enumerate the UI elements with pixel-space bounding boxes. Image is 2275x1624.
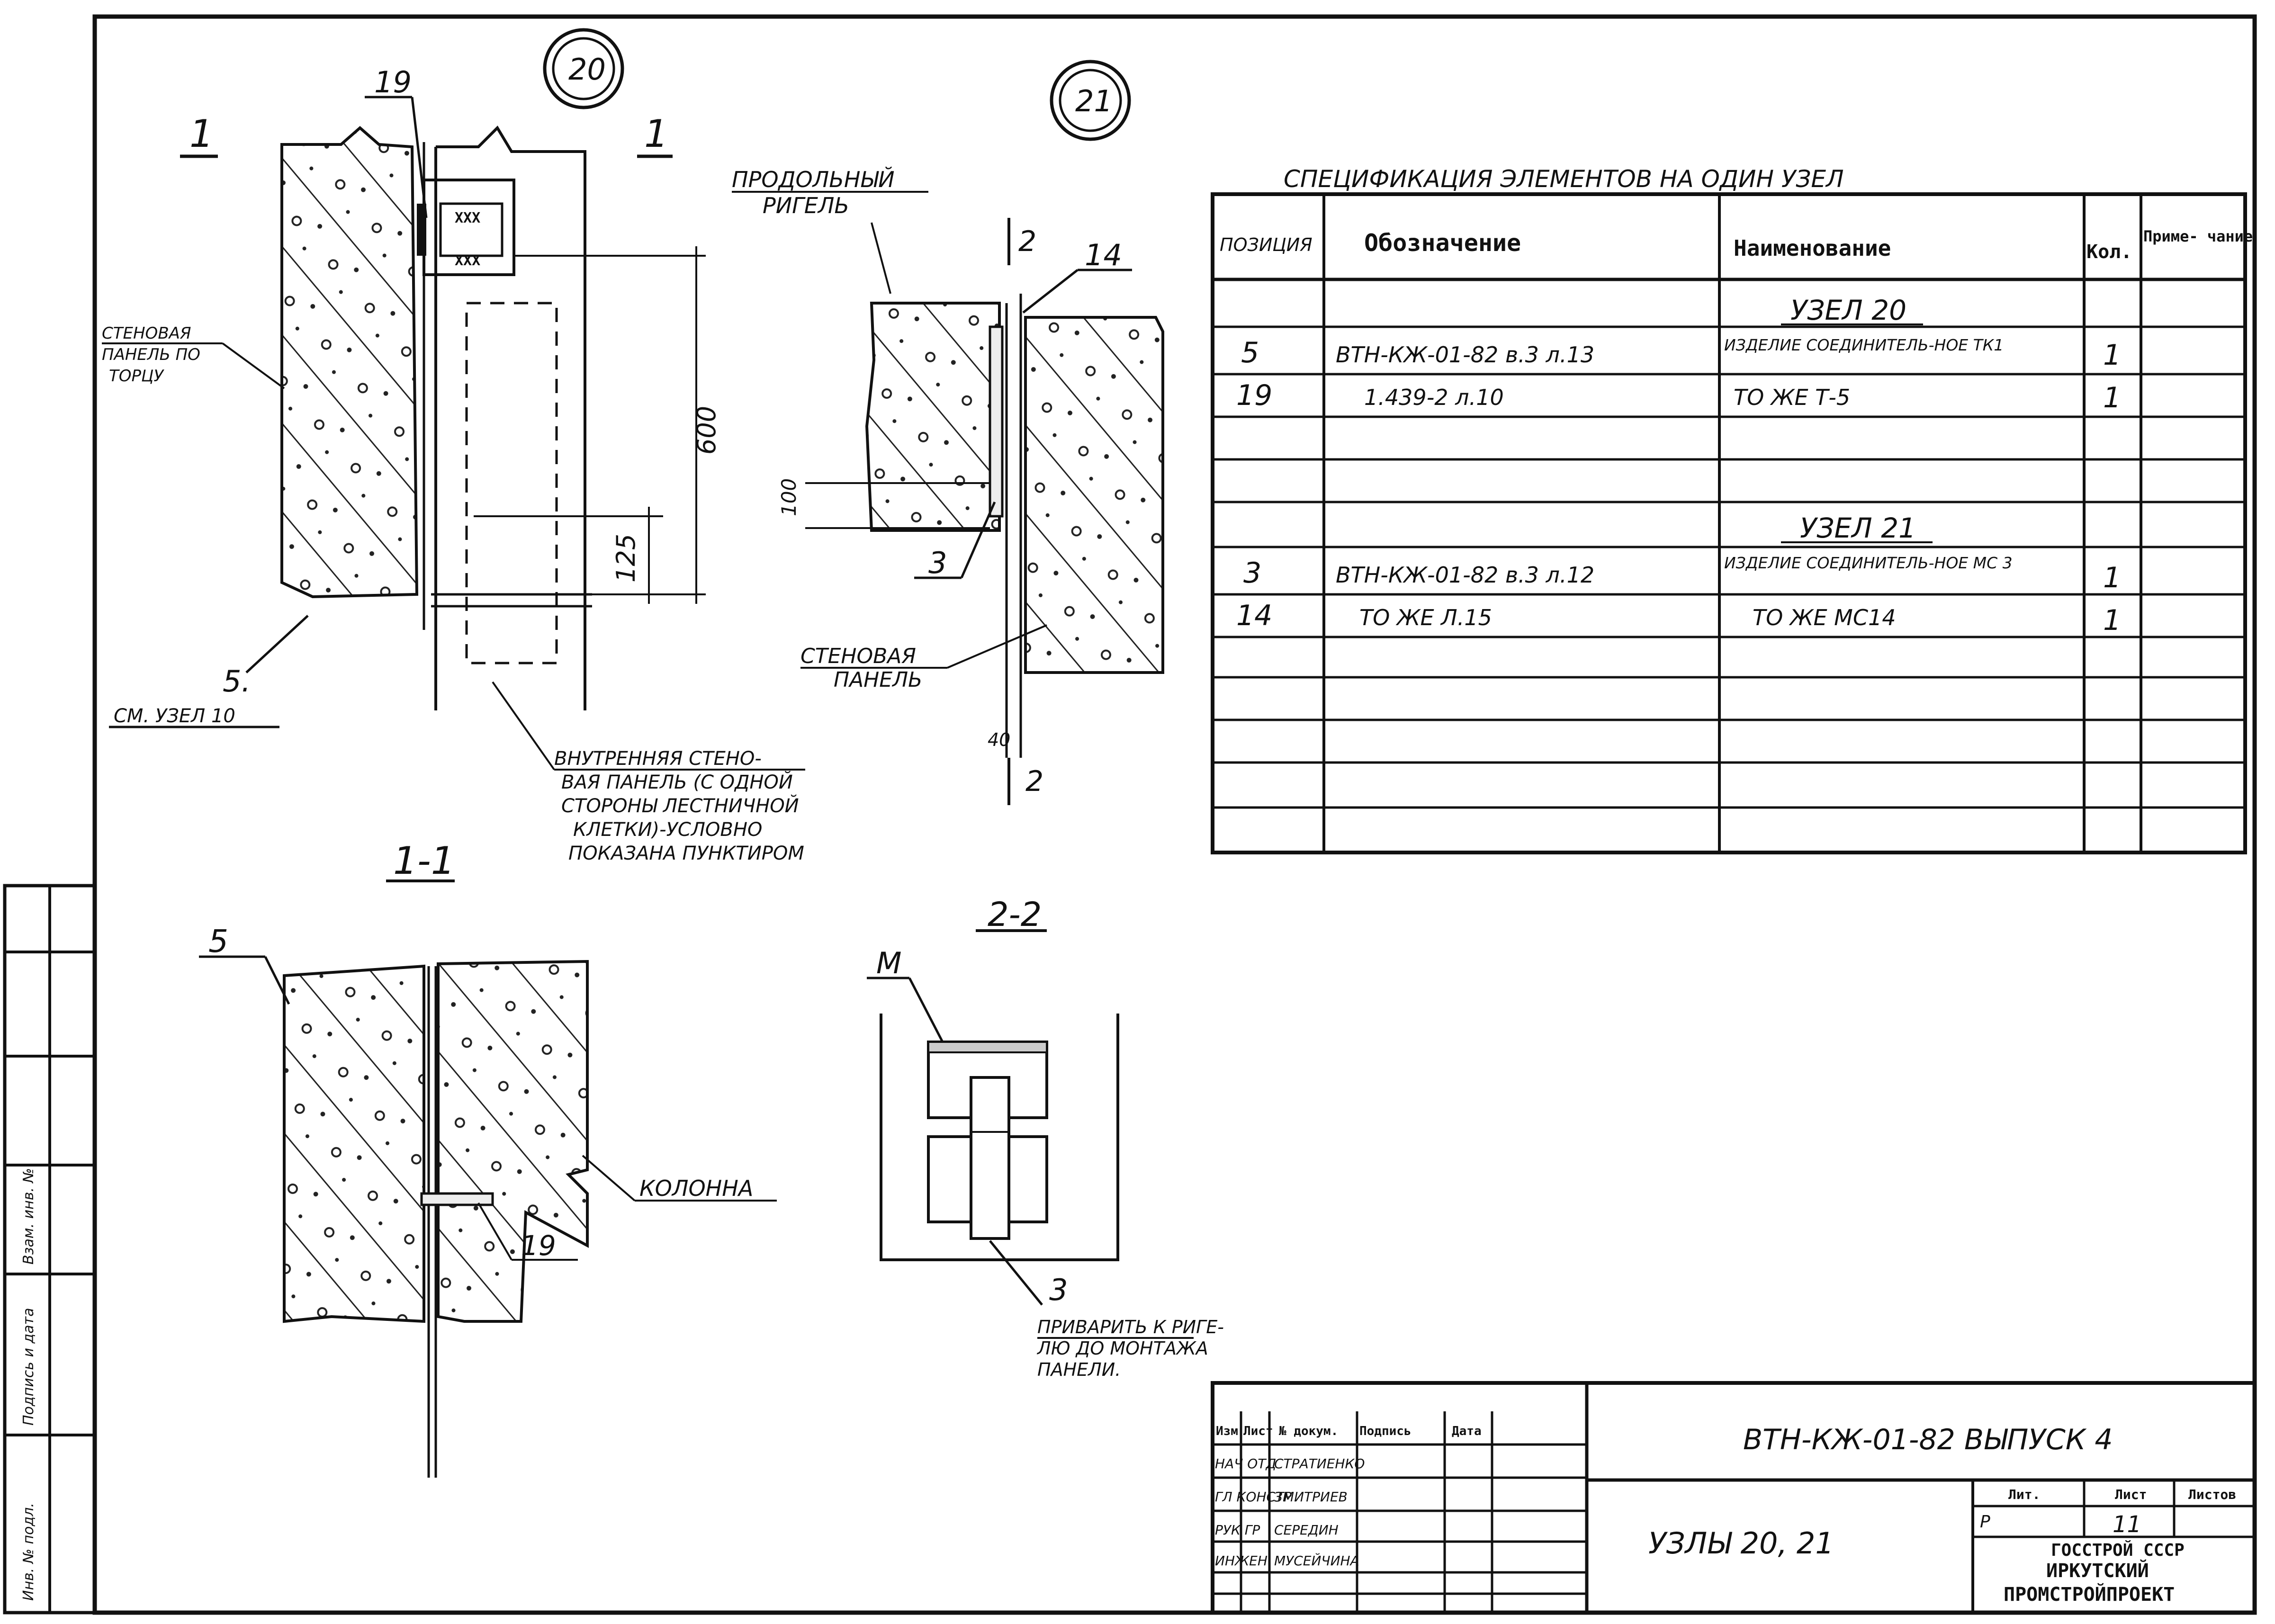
tb-stage-header: Лит. bbox=[2008, 1487, 2040, 1502]
spec-header-designation: Обозначение bbox=[1364, 229, 1521, 257]
tb-stage-value: Р bbox=[1980, 1512, 1990, 1532]
spec-row-3-qty: 1 bbox=[2103, 381, 2121, 414]
spec-header-position: ПОЗИЦИЯ bbox=[1220, 234, 1313, 255]
spec-header-name: Наименование bbox=[1734, 235, 1891, 261]
sheet-frame bbox=[92, 14, 2257, 1615]
side-stamp: Инв. № подл. Подпись и дата Взам. инв. № bbox=[3, 884, 97, 1615]
tb-signer-4-name: МУСЕЙЧИНА bbox=[1274, 1552, 1359, 1569]
tb-col-list: Лист bbox=[1243, 1424, 1273, 1438]
inner-wall-line4: КЛЕТКИ)-УСЛОВНО bbox=[573, 819, 762, 841]
spec-row-2-qty: 1 bbox=[2103, 339, 2121, 372]
spec-header-qty: Кол. bbox=[2086, 241, 2132, 263]
tb-col-date: Дата bbox=[1452, 1424, 1482, 1438]
spec-table: СПЕЦИФИКАЦИЯ ЭЛЕМЕНТОВ НА ОДИН УЗЕЛ ПОЗИ… bbox=[1211, 165, 2253, 854]
position-5-section-label: 5 bbox=[208, 923, 228, 960]
weld-note-line3: ПАНЕЛИ. bbox=[1037, 1359, 1121, 1380]
svg-text:XXX: XXX bbox=[455, 252, 480, 269]
tb-signer-3-role: РУК ГР bbox=[1215, 1522, 1260, 1538]
section-2-2: 2-2 М 3 ПРИВАРИТЬ К РИГЕ- ЛЮ ДО МОНТАЖА … bbox=[867, 895, 1224, 1380]
section-mark-2-bottom: 2 bbox=[1025, 765, 1043, 798]
wall-panel-end-line3: ТОРЦУ bbox=[109, 367, 164, 386]
tb-signer-1-role: НАЧ ОТД bbox=[1215, 1456, 1276, 1471]
spec-row-8-qty: 1 bbox=[2103, 604, 2121, 637]
tb-col-sign: Подпись bbox=[1359, 1424, 1412, 1438]
tb-org-line1: ГОССТРОЙ СССР bbox=[2051, 1540, 2185, 1560]
position-3-section-label: 3 bbox=[1049, 1273, 1068, 1307]
stamp-field-2: Подпись и дата bbox=[20, 1308, 37, 1426]
spec-title: СПЕЦИФИКАЦИЯ ЭЛЕМЕНТОВ НА ОДИН УЗЕЛ bbox=[1284, 165, 1844, 193]
dimension-40: 40 bbox=[988, 729, 1010, 750]
stamp-field-3: Взам. инв. № bbox=[20, 1168, 37, 1265]
tb-org-line3: ПРОМСТРОЙПРОЕКТ bbox=[2004, 1583, 2175, 1606]
weld-note-line2: ЛЮ ДО МОНТАЖА bbox=[1036, 1338, 1208, 1359]
beam-label-line1: ПРОДОЛЬНЫЙ bbox=[732, 167, 894, 192]
dimension-600: 600 bbox=[692, 406, 721, 455]
position-19-label: 19 bbox=[374, 65, 412, 99]
spec-row-2-name: ИЗДЕЛИЕ СОЕДИНИТЕЛЬ-НОЕ ТК1 bbox=[1724, 336, 2004, 354]
spec-row-7-pos: 3 bbox=[1243, 556, 1261, 590]
spec-row-3-name: ТО ЖЕ Т-5 bbox=[1734, 385, 1850, 410]
spec-row-8-pos: 14 bbox=[1236, 599, 1272, 632]
spec-row-7-qty: 1 bbox=[2103, 561, 2121, 594]
tb-signer-4-role: ИНЖЕН bbox=[1215, 1553, 1268, 1569]
position-5-label: 5. bbox=[223, 664, 251, 699]
spec-row-7-designation: ВТН-КЖ-01-82 в.3 л.12 bbox=[1336, 562, 1594, 588]
section-1-1: 1-1 5 КОЛОННА 19 bbox=[199, 839, 777, 1478]
see-node-10: СМ. УЗЕЛ 10 bbox=[114, 705, 235, 727]
node-21-label: 21 bbox=[1075, 84, 1113, 118]
inner-wall-line2: ВАЯ ПАНЕЛЬ (С ОДНОЙ bbox=[561, 771, 793, 793]
node-20-label: 20 bbox=[568, 52, 606, 87]
node-21-detail: 21 ПРОДОЛЬНЫЙ РИГЕЛЬ 2 2 14 100 3 СТЕНОВ… bbox=[732, 60, 1164, 805]
tb-sheet-value: 11 bbox=[2113, 1511, 2141, 1538]
inner-wall-line1: ВНУТРЕННЯЯ СТЕНО- bbox=[554, 748, 762, 770]
beam-label-line2: РИГЕЛЬ bbox=[763, 193, 849, 218]
stamp-field-1: Инв. № подл. bbox=[20, 1503, 37, 1601]
wall-panel-end-line1: СТЕНОВАЯ bbox=[102, 324, 191, 343]
wall-panel-line1: СТЕНОВАЯ bbox=[800, 644, 916, 668]
tb-signer-2-name: ЗМИТРИЕВ bbox=[1274, 1489, 1348, 1505]
tb-signer-3-name: СЕРЕДИН bbox=[1274, 1522, 1339, 1538]
position-19-section-label: 19 bbox=[521, 1229, 556, 1262]
spec-row-3-designation: 1.439-2 л.10 bbox=[1364, 385, 1504, 410]
weld-note-line1: ПРИВАРИТЬ К РИГЕ- bbox=[1037, 1317, 1224, 1337]
spec-row-2-designation: ВТН-КЖ-01-82 в.3 л.13 bbox=[1336, 342, 1594, 368]
spec-row-8-designation: ТО ЖЕ Л.15 bbox=[1359, 605, 1492, 630]
tb-signer-1-name: СТРАТИЕНКО bbox=[1274, 1456, 1365, 1471]
tb-signer-2-role: ГЛ КОНСТР bbox=[1215, 1489, 1292, 1505]
tb-col-doc: № докум. bbox=[1279, 1424, 1338, 1438]
tb-col-izm: Изм bbox=[1216, 1424, 1238, 1438]
tb-org-line2: ИРКУТСКИЙ bbox=[2046, 1559, 2149, 1582]
tb-drawing-title: УЗЛЫ 20, 21 bbox=[1648, 1526, 1834, 1561]
inner-wall-line3: СТОРОНЫ ЛЕСТНИЧНОЙ bbox=[561, 794, 799, 817]
spec-row-3-pos: 19 bbox=[1236, 379, 1272, 412]
dimension-125: 125 bbox=[611, 534, 641, 583]
spec-header-note: Приме- чание bbox=[2143, 227, 2253, 245]
tb-sheets-header: Листов bbox=[2188, 1487, 2236, 1502]
spec-row-6-name: УЗЕЛ 21 bbox=[1800, 512, 1916, 544]
tb-sheet-header: Лист bbox=[2115, 1487, 2147, 1502]
dimension-100: 100 bbox=[777, 478, 800, 516]
section-mark-1-right: 1 bbox=[644, 112, 668, 156]
section-1-1-title: 1-1 bbox=[393, 839, 455, 883]
svg-text:XXX: XXX bbox=[455, 210, 480, 226]
spec-row-7-name: ИЗДЕЛИЕ СОЕДИНИТЕЛЬ-НОЕ МС 3 bbox=[1724, 554, 2013, 572]
section-mark-2-top: 2 bbox=[1018, 225, 1036, 258]
spec-row-2-pos: 5 bbox=[1241, 336, 1259, 369]
section-mark-1-left: 1 bbox=[189, 112, 214, 156]
wall-panel-line2: ПАНЕЛЬ bbox=[834, 668, 922, 692]
node-20-elevation: 20 1 1 19 XXX XXX 600 125 СТЕНОВАЯ bbox=[102, 28, 805, 864]
label-m: М bbox=[876, 946, 902, 980]
column-label: КОЛОННА bbox=[639, 1175, 753, 1201]
spec-row-8-name: ТО ЖЕ МС14 bbox=[1753, 605, 1896, 630]
position-14-label: 14 bbox=[1085, 238, 1122, 272]
inner-wall-line5: ПОКАЗАНА ПУНКТИРОМ bbox=[568, 843, 804, 864]
title-block: Изм Лист № докум. Подпись Дата НАЧ ОТД С… bbox=[1211, 1381, 2257, 1615]
spec-row-1-name: УЗЕЛ 20 bbox=[1790, 294, 1906, 326]
position-3-label: 3 bbox=[928, 546, 947, 580]
wall-panel-end-line2: ПАНЕЛЬ ПО bbox=[102, 345, 200, 364]
tb-document-code: ВТН-КЖ-01-82 ВЫПУСК 4 bbox=[1743, 1423, 2113, 1456]
section-2-2-title: 2-2 bbox=[988, 895, 1042, 934]
